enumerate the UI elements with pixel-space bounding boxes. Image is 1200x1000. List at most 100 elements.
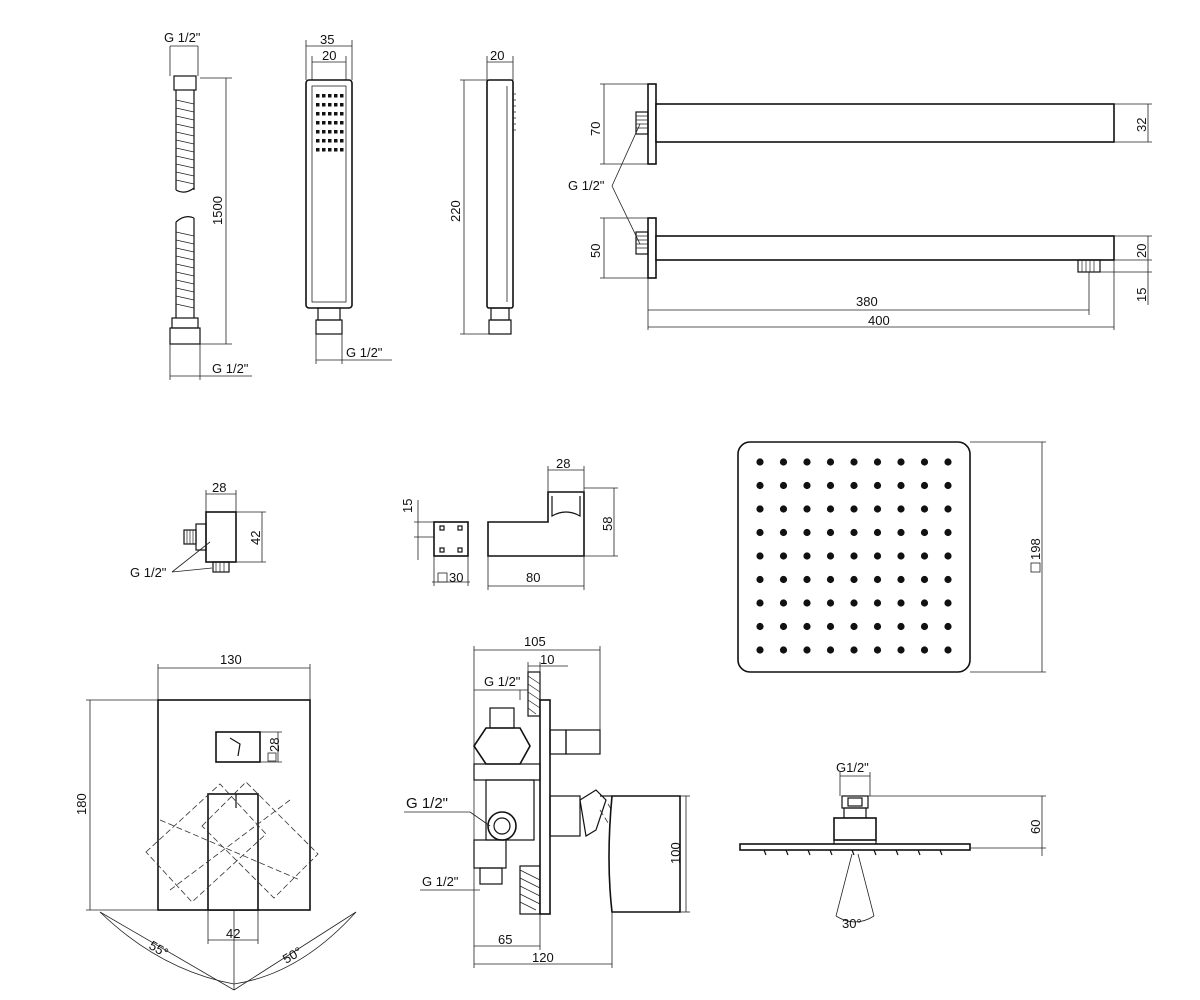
nozzle-dot xyxy=(897,458,905,466)
hand-shower-nozzle xyxy=(316,130,320,134)
nozzle-dot xyxy=(826,599,835,607)
hand-shower-nozzle xyxy=(316,139,320,143)
hand-shower-nozzle xyxy=(316,112,320,116)
plate-lever-label: 42 xyxy=(226,926,240,941)
hand-shower-nozzle xyxy=(328,103,332,107)
nozzle-dot xyxy=(826,575,835,584)
hand-shower-nozzle xyxy=(334,130,338,134)
bracket-drawing: 15 30 28 58 80 xyxy=(400,456,618,590)
hand-shower-nozzle xyxy=(334,103,338,107)
nozzle-dot xyxy=(756,552,764,560)
hand-shower-nozzle xyxy=(340,121,344,125)
nozzle-dot xyxy=(897,552,905,560)
nozzle-dot xyxy=(850,458,858,466)
hand-shower-nozzle xyxy=(340,130,344,134)
nozzle-dot xyxy=(920,505,929,513)
nozzle-dot xyxy=(897,646,905,654)
nozzle-dot xyxy=(897,481,905,490)
nozzle-dot xyxy=(850,575,858,584)
hand-shower-nozzle xyxy=(316,148,320,152)
outlet-width-label: 28 xyxy=(212,480,226,495)
plate-height-label: 180 xyxy=(74,793,89,815)
hose-thread-top-label: G 1/2" xyxy=(164,30,201,45)
hand-shower-nozzle xyxy=(334,112,338,116)
nozzle-dot xyxy=(944,646,952,654)
nozzle-dot xyxy=(803,622,811,631)
hand-shower-nozzle xyxy=(316,103,320,107)
nozzle-dot xyxy=(944,599,952,607)
nozzle-dot xyxy=(826,646,835,654)
nozzle-dot xyxy=(944,552,952,560)
nozzle-dot xyxy=(756,458,764,466)
mixer-plate-drawing: 130 180 28 42 55° 50° xyxy=(74,652,357,991)
nozzle-dot xyxy=(920,458,929,466)
hand-shower-nozzle xyxy=(328,148,332,152)
nozzle-dot xyxy=(873,552,882,560)
nozzle-dot xyxy=(873,481,882,490)
nozzle-dot xyxy=(779,458,788,466)
wall-outlet-drawing: 28 42 G 1/2" xyxy=(130,480,266,580)
bracket-front-height-label: 15 xyxy=(400,499,415,513)
arm-length-inner-label: 380 xyxy=(856,294,878,309)
hand-shower-length-label: 220 xyxy=(448,200,463,222)
nozzle-dot xyxy=(920,575,929,584)
nozzle-dot xyxy=(873,458,882,466)
valve-total-label: 120 xyxy=(532,950,554,965)
hose-length-label: 1500 xyxy=(210,196,225,225)
nozzle-dot xyxy=(944,481,952,490)
valve-base-label: 65 xyxy=(498,932,512,947)
nozzle-dot xyxy=(779,599,788,607)
head-side-height-label: 60 xyxy=(1028,820,1043,834)
valve-thread-bottom-label: G 1/2" xyxy=(422,874,459,889)
nozzle-dot xyxy=(826,552,835,560)
nozzle-dot xyxy=(944,505,952,513)
nozzle-dot xyxy=(850,622,858,631)
valve-thread-top-label: G 1/2" xyxy=(484,674,521,689)
nozzle-dot xyxy=(897,599,905,607)
nozzle-dot xyxy=(826,505,835,513)
nozzle-dot xyxy=(944,575,952,584)
valve-overall-label: 105 xyxy=(524,634,546,649)
nozzle-dot xyxy=(756,575,764,584)
valve-body-drawing: 105 10 G 1/2" G 1/2" G 1/2" 100 65 120 xyxy=(404,634,690,968)
nozzle-dot xyxy=(826,528,835,537)
hand-shower-nozzle xyxy=(322,94,326,98)
nozzle-dot xyxy=(826,458,835,466)
nozzle-dot xyxy=(920,622,929,631)
nozzle-dot xyxy=(873,622,882,631)
hand-shower-side-drawing: 20 220 xyxy=(448,48,516,335)
bracket-side-length-label: 80 xyxy=(526,570,540,585)
nozzle-dot xyxy=(920,552,929,560)
hand-shower-nozzle xyxy=(328,130,332,134)
nozzle-dot xyxy=(897,575,905,584)
nozzle-dot xyxy=(897,528,905,537)
nozzle-dot xyxy=(779,481,788,490)
nozzle-dot xyxy=(756,599,764,607)
nozzle-dot xyxy=(779,505,788,513)
nozzle-dot xyxy=(873,646,882,654)
valve-thread-mid-label: G 1/2" xyxy=(406,795,448,812)
nozzle-dot xyxy=(850,646,858,654)
hand-shower-nozzle xyxy=(322,130,326,134)
hand-shower-depth-label: 20 xyxy=(490,48,504,63)
nozzle-dot xyxy=(920,481,929,490)
arm2-height-label: 20 xyxy=(1134,244,1149,258)
nozzle-dot xyxy=(779,646,788,654)
nozzle-dot xyxy=(944,458,952,466)
nozzle-dot xyxy=(803,575,811,584)
head-side-angle-label: 30° xyxy=(842,916,862,931)
shower-head-size-label: 198 xyxy=(1028,538,1043,560)
hand-shower-nozzle xyxy=(328,139,332,143)
nozzle-dot xyxy=(756,481,764,490)
outlet-height-label: 42 xyxy=(248,531,263,545)
hand-shower-nozzle xyxy=(340,148,344,152)
hand-shower-width-label: 35 xyxy=(320,32,334,47)
nozzle-dot xyxy=(779,552,788,560)
hand-shower-nozzle xyxy=(322,112,326,116)
plate-indicator-label: 28 xyxy=(267,738,282,752)
nozzle-dot xyxy=(920,646,929,654)
nozzle-dot xyxy=(803,599,811,607)
hand-shower-face-label: 20 xyxy=(322,48,336,63)
arm-thread-label: G 1/2" xyxy=(568,178,605,193)
